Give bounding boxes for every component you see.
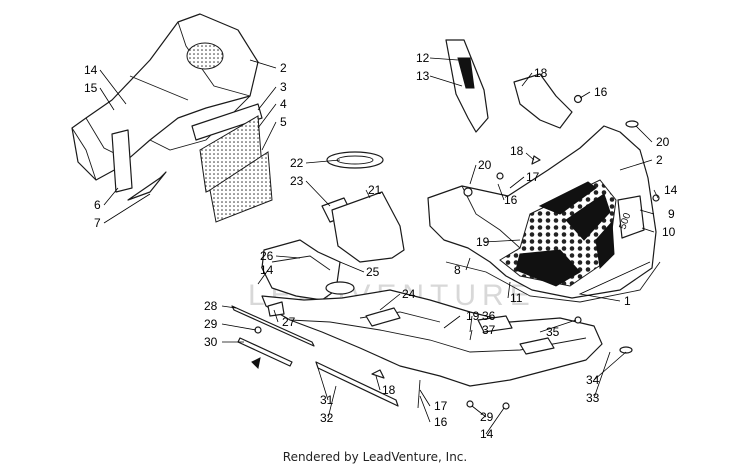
- callout-25: 25: [366, 265, 380, 279]
- callout-32: 32: [320, 411, 334, 425]
- callout-34: 34: [586, 373, 600, 387]
- trim-strip: [191, 103, 263, 141]
- callout-18-a: 18: [534, 66, 548, 80]
- callout-3: 3: [280, 80, 287, 94]
- callout-37: 37: [482, 323, 496, 337]
- windshield-18: [513, 73, 573, 129]
- callout-6: 6: [94, 198, 101, 212]
- callout-labels: 14 15 2 3 4 5 6 7 12 13 18 16 20 2 22 23…: [84, 51, 678, 441]
- callout-30: 30: [204, 335, 218, 349]
- callout-35: 35: [546, 325, 560, 339]
- callout-2-b: 2: [656, 153, 663, 167]
- callout-23: 23: [290, 174, 304, 188]
- leader-lines: [99, 57, 659, 435]
- callout-15: 15: [84, 81, 98, 95]
- nose-panel: 500: [427, 125, 661, 303]
- callout-28: 28: [204, 299, 218, 313]
- callout-29-b: 29: [480, 410, 494, 424]
- callout-17-a: 17: [526, 170, 540, 184]
- callout-13: 13: [416, 69, 430, 83]
- runner-rail-bottom: [315, 361, 399, 407]
- callout-24: 24: [402, 287, 416, 301]
- callout-2-a: 2: [280, 61, 287, 75]
- callout-36: 36: [482, 309, 496, 323]
- callout-1: 1: [624, 294, 631, 308]
- callout-7: 7: [94, 216, 101, 230]
- callout-20-a: 20: [656, 135, 670, 149]
- fasteners-right: [371, 94, 660, 410]
- callout-16-a: 16: [594, 85, 608, 99]
- callout-21: 21: [368, 183, 382, 197]
- rendered-by-caption: Rendered by LeadVenture, Inc.: [282, 450, 468, 464]
- callout-16-b: 16: [504, 193, 518, 207]
- callout-22: 22: [290, 156, 304, 170]
- callout-14-b: 14: [664, 183, 678, 197]
- callout-4: 4: [280, 97, 287, 111]
- callout-12: 12: [416, 51, 430, 65]
- callout-18-c: 18: [382, 383, 396, 397]
- decal-strip: [111, 129, 133, 193]
- center-assembly: [261, 151, 603, 387]
- callout-11: 11: [510, 291, 523, 305]
- callout-9: 9: [668, 207, 675, 221]
- callout-17-b: 17: [434, 399, 448, 413]
- callout-18-b: 18: [510, 144, 524, 158]
- callout-20-b: 20: [478, 158, 492, 172]
- callout-33: 33: [586, 391, 600, 405]
- callout-8: 8: [454, 263, 461, 277]
- callout-14-c: 14: [260, 263, 274, 277]
- callout-26: 26: [260, 249, 274, 263]
- callout-19-a: 19: [476, 235, 490, 249]
- callout-19-b: 19: [466, 309, 480, 323]
- runner-rails-left: [231, 305, 315, 370]
- bracket-12-13: [445, 39, 489, 133]
- callout-10: 10: [662, 225, 676, 239]
- callout-14-a: 14: [84, 63, 98, 77]
- callout-16-c: 16: [434, 415, 448, 429]
- mesh-panel-lower: [209, 151, 273, 223]
- callout-31: 31: [320, 393, 334, 407]
- trim-piece: [127, 171, 167, 201]
- callout-14-d: 14: [480, 427, 494, 441]
- callout-27: 27: [282, 315, 296, 329]
- callout-5: 5: [280, 115, 287, 129]
- callout-29-a: 29: [204, 317, 218, 331]
